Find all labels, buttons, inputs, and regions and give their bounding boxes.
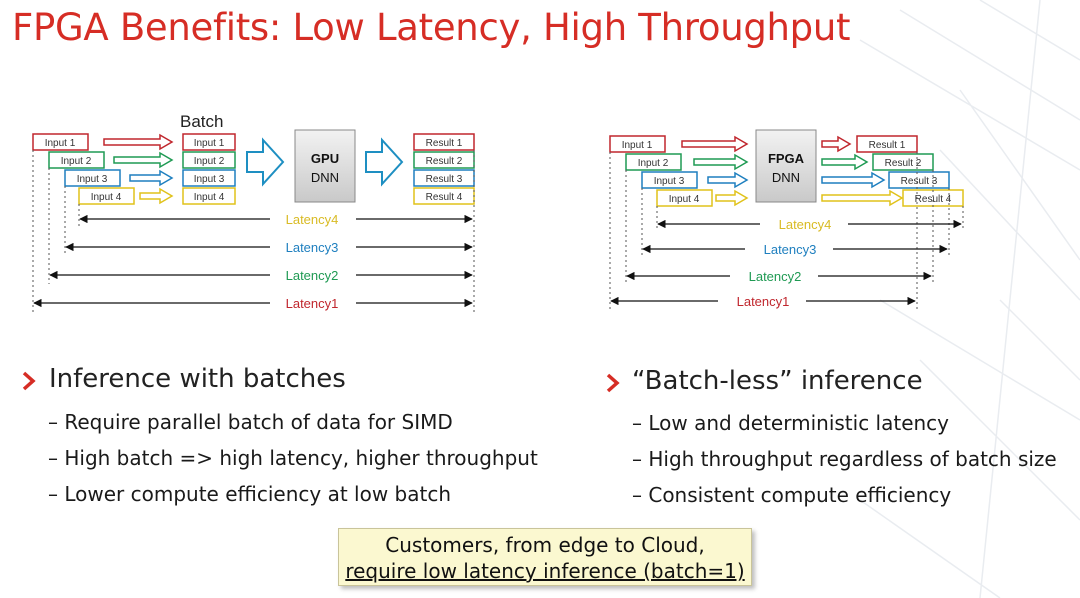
batch-box-3 <box>182 169 236 187</box>
fpga-input-label-1: Input 1 <box>622 140 653 151</box>
input-label-4: Input 4 <box>91 192 122 203</box>
input-arrow-1 <box>103 133 174 151</box>
right-heading: “Batch-less” inference <box>632 366 923 396</box>
fpga-out-arrow-4 <box>821 189 904 207</box>
result-label-3: Result 3 <box>426 174 463 185</box>
latency4-label: Latency4 <box>286 212 339 227</box>
fpga-out-arrow-3 <box>821 171 886 189</box>
batch-label-4: Input 4 <box>194 192 225 203</box>
fpga-input-box-3 <box>641 171 698 189</box>
gpu-label: GPU <box>311 151 339 166</box>
fpga-label: FPGA <box>768 151 805 166</box>
batch-label-1: Input 1 <box>194 138 225 149</box>
page-title: FPGA Benefits: Low Latency, High Through… <box>12 6 851 49</box>
input-box-4 <box>78 187 135 205</box>
fpga-result-label-4: Result 4 <box>915 194 952 205</box>
latency1-label: Latency1 <box>286 296 339 311</box>
batch-label-2: Input 2 <box>194 156 225 167</box>
result-label-1: Result 1 <box>426 138 463 149</box>
fpga-out-arrow-2 <box>821 153 869 171</box>
fpga-in-arrow-4 <box>715 189 749 207</box>
fpga-result-label-2: Result 2 <box>885 158 922 169</box>
fpga-input-label-2: Input 2 <box>638 158 669 169</box>
batch-to-gpu-arrow <box>246 137 285 187</box>
callout-line-2: require low latency inference (batch=1) <box>345 559 745 583</box>
fpga-latency3-label: Latency3 <box>764 242 817 257</box>
fpga-in-arrow-1 <box>681 135 749 153</box>
dnn-label: DNN <box>311 170 339 185</box>
batch-label-3: Input 3 <box>194 174 225 185</box>
gpu-to-result-arrow <box>365 137 404 187</box>
fpga-dnn-label: DNN <box>772 170 800 185</box>
fpga-latency1-label: Latency1 <box>737 294 790 309</box>
input-arrow-4 <box>139 187 174 205</box>
chevron-right-icon <box>606 373 620 393</box>
result-box-1 <box>413 133 475 151</box>
right-point-3: – Consistent compute efficiency <box>632 483 952 507</box>
fpga-input-label-3: Input 3 <box>654 176 685 187</box>
result-box-3 <box>413 169 475 187</box>
batch-box-1 <box>182 133 236 151</box>
input-label-3: Input 3 <box>77 174 108 185</box>
fpga-in-arrow-2 <box>693 153 749 171</box>
right-point-1: – Low and deterministic latency <box>632 411 950 435</box>
input-box-1 <box>32 133 89 151</box>
fpga-latency2-label: Latency2 <box>749 269 802 284</box>
batch-box-2 <box>182 151 236 169</box>
batch-box-4 <box>182 187 236 205</box>
latency2-label: Latency2 <box>286 268 339 283</box>
fpga-input-box-1 <box>609 135 666 153</box>
callout-box: Customers, from edge to Cloud, require l… <box>338 528 752 586</box>
fpga-input-box-4 <box>656 189 713 207</box>
result-label-2: Result 2 <box>426 156 463 167</box>
input-arrow-2 <box>113 151 174 169</box>
fpga-in-arrow-3 <box>707 171 749 189</box>
chevron-right-icon <box>22 371 36 391</box>
fpga-result-label-3: Result 3 <box>901 176 938 187</box>
fpga-dnn-box <box>755 129 817 203</box>
right-point-2: – High throughput regardless of batch si… <box>632 447 1057 471</box>
fpga-result-label-1: Result 1 <box>869 140 906 151</box>
fpga-result-box-3 <box>888 171 950 189</box>
fpga-input-label-4: Input 4 <box>669 194 700 205</box>
fpga-result-box-1 <box>856 135 918 153</box>
fpga-latency4-label: Latency4 <box>779 217 832 232</box>
latency3-label: Latency3 <box>286 240 339 255</box>
input-label-2: Input 2 <box>61 156 92 167</box>
input-box-2 <box>48 151 105 169</box>
batch-label: Batch <box>180 112 223 131</box>
callout-line-1: Customers, from edge to Cloud, <box>385 533 705 557</box>
left-point-2: – High batch => high latency, higher thr… <box>48 446 538 470</box>
fpga-out-arrow-1 <box>821 135 852 153</box>
fpga-result-box-2 <box>872 153 934 171</box>
input-arrow-3 <box>129 169 174 187</box>
left-point-3: – Lower compute efficiency at low batch <box>48 482 452 506</box>
fpga-input-box-2 <box>625 153 682 171</box>
left-heading: Inference with batches <box>49 364 346 394</box>
result-label-4: Result 4 <box>426 192 463 203</box>
gpu-dnn-box <box>294 129 356 203</box>
input-box-3 <box>64 169 121 187</box>
left-point-1: – Require parallel batch of data for SIM… <box>48 410 453 434</box>
input-label-1: Input 1 <box>45 138 76 149</box>
